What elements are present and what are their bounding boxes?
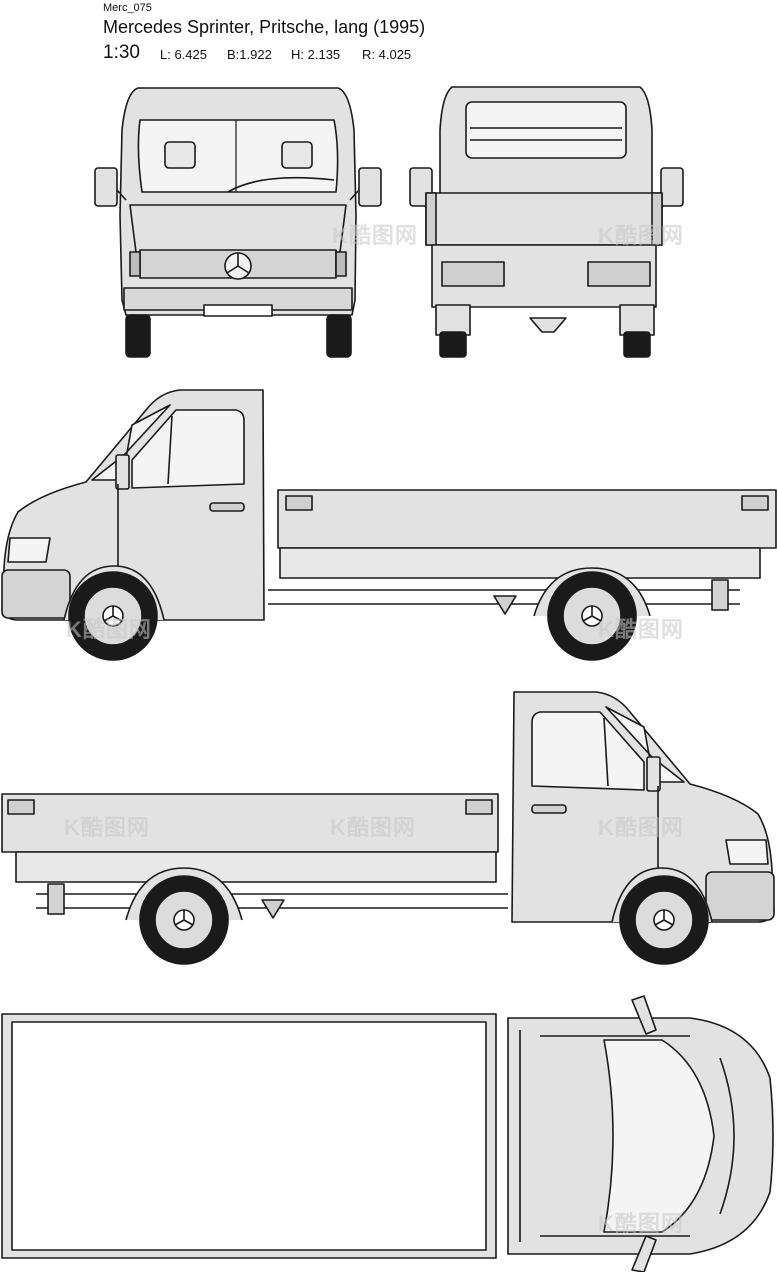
dim-length: L: 6.425 [160,47,208,62]
rear-tailgate [425,192,663,246]
left-windshield [91,404,171,481]
left-chassis-rail [279,547,761,579]
right-door-window [531,711,645,791]
watermark: K酷图网 [598,223,684,248]
watermark: K酷图网 [66,617,152,642]
watermark: K酷图网 [64,815,150,840]
front-tire-left [125,314,151,358]
left-door-window [131,409,245,489]
rear-light-right [587,261,651,287]
right-headlight [725,839,769,865]
left-door-handle [209,502,245,512]
drawing-scale: 1:30 [103,42,140,63]
front-seat-right [281,141,313,169]
front-view [94,87,382,358]
right-chassis-rail [15,851,497,883]
right-cargo-bed [1,793,499,853]
rear-mirror-right [660,167,684,207]
watermark: K酷图网 [598,1211,684,1236]
right-side-view [1,691,775,965]
front-hood [129,204,347,253]
top-windshield [603,1039,715,1233]
rear-window [465,101,627,159]
front-seat-left [164,141,196,169]
dim-width: B:1.922 [227,47,272,62]
right-bumper [705,871,775,921]
right-door-handle [531,804,567,814]
front-mirror-right [358,167,382,207]
watermark: K酷图网 [598,815,684,840]
watermark: K酷图网 [330,815,416,840]
rear-view [409,86,684,358]
left-bumper [1,569,71,619]
rear-tire-right [623,331,651,358]
left-headlight [7,537,51,563]
front-mirror-left [94,167,118,207]
dim-height: H: 2.135 [291,47,341,62]
top-view [1,995,774,1272]
rear-light-left [441,261,505,287]
drawing-title: Mercedes Sprinter, Pritsche, lang (1995) [103,17,426,37]
dim-wheelbase: R: 4.025 [362,47,412,62]
right-windshield [605,706,685,783]
watermark: K酷图网 [598,617,684,642]
top-mirror-left [631,995,657,1035]
front-windshield [137,119,339,193]
front-license-plate [203,304,273,317]
left-side-view [1,389,777,661]
watermark: K酷图网 [332,223,418,248]
left-mirror [115,454,130,490]
left-cargo-bed [277,489,777,549]
drawing-code: Merc_075 [103,2,152,14]
top-mirror-right [631,1235,657,1272]
rear-tire-left [439,331,467,358]
front-tire-right [326,314,352,358]
right-mirror [646,756,661,792]
